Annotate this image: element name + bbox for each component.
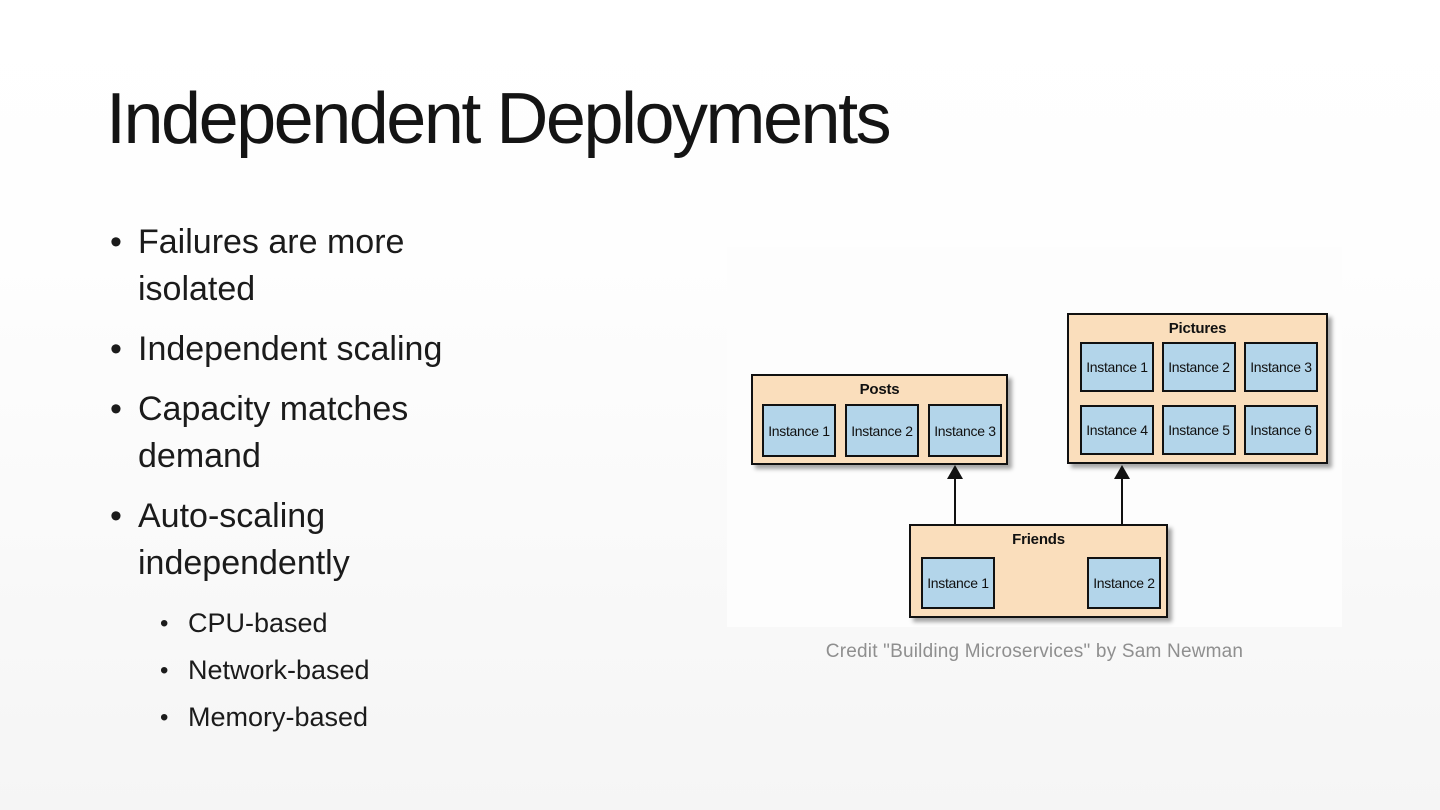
arrowhead-up-icon [1114,465,1130,479]
list-item: Auto-scaling independently [108,493,500,587]
list-item: Failures are more isolated [108,219,500,313]
list-item: CPU-based [160,600,500,647]
connector-friends-to-pictures [1121,476,1123,524]
instance-box: Instance 2 [845,404,919,457]
instance-box: Instance 4 [1080,405,1154,455]
instance-box: Instance 1 [1080,342,1154,392]
instance-box: Instance 1 [762,404,836,457]
instance-box: Instance 5 [1162,405,1236,455]
instance-box: Instance 2 [1087,557,1161,609]
service-box-pictures: Pictures Instance 1 Instance 2 Instance … [1067,313,1328,464]
service-box-friends: Friends Instance 1 Instance 2 [909,524,1168,618]
instance-box: Instance 3 [928,404,1002,457]
instance-box: Instance 2 [1162,342,1236,392]
instance-box: Instance 6 [1244,405,1318,455]
list-item: Capacity matches demand [108,386,500,480]
image-credit: Credit "Building Microservices" by Sam N… [825,641,1244,662]
page-title: Independent Deployments [106,79,892,159]
sub-bullet-list: CPU-based Network-based Memory-based [160,600,500,741]
service-label: Friends [1012,531,1065,548]
service-label: Pictures [1168,320,1227,337]
list-item: Independent scaling [108,326,500,373]
service-label: Posts [859,381,900,398]
list-item: Network-based [160,647,500,694]
bullet-list: Failures are more isolated Independent s… [108,219,500,741]
service-box-posts: Posts Instance 1 Instance 2 Instance 3 [751,374,1008,465]
connector-friends-to-posts [954,476,956,524]
list-item: Memory-based [160,694,500,741]
microservices-diagram: Posts Instance 1 Instance 2 Instance 3 P… [727,247,1342,627]
instance-box: Instance 1 [921,557,995,609]
instance-box: Instance 3 [1244,342,1318,392]
arrowhead-up-icon [947,465,963,479]
